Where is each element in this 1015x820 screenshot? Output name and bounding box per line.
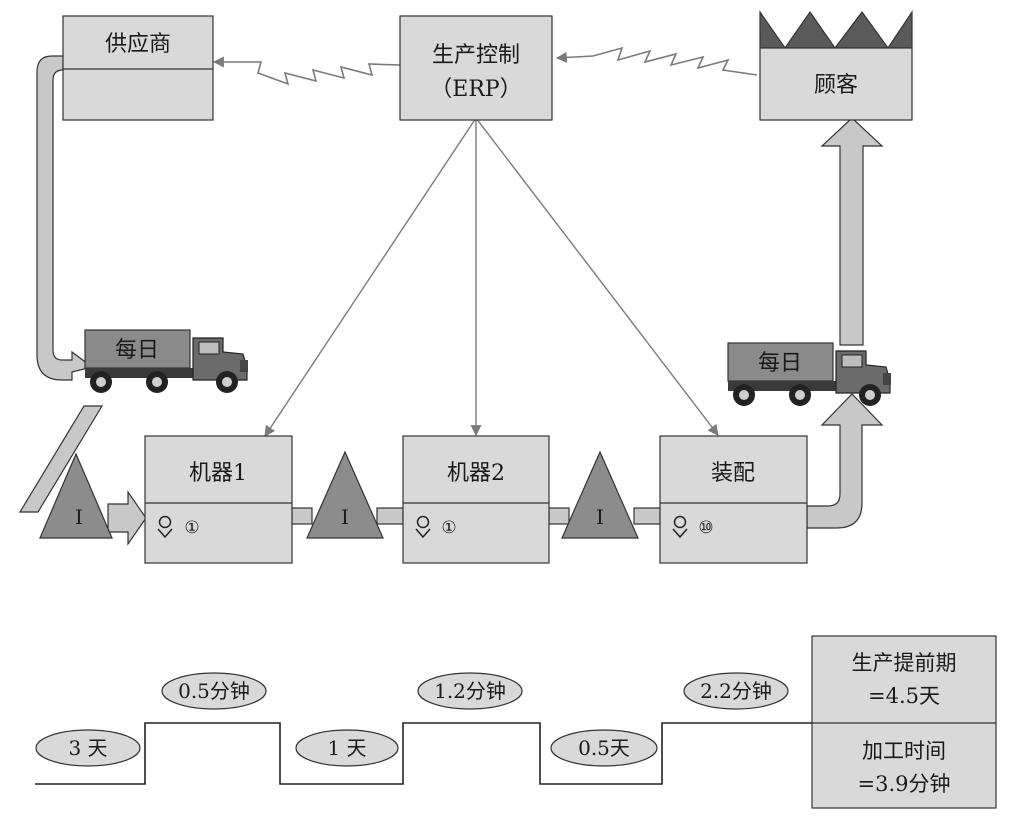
electronic-info-customer-to-control — [555, 46, 758, 76]
schedule-arrow-assembly — [475, 117, 719, 436]
processing-time-label: 加工时间 — [862, 739, 946, 763]
process-name: 装配 — [711, 461, 755, 486]
truck-to-customer-arrow — [820, 117, 884, 346]
wait-time-oval-1: 3 天 — [35, 729, 141, 767]
electronic-info-control-to-supplier — [212, 56, 401, 86]
process-box-assembly: 装配 ⑩ — [659, 435, 808, 564]
schedule-arrow-machine1 — [264, 117, 477, 437]
process-time: 0.5分钟 — [178, 679, 250, 703]
lead-time-label: 生产提前期 — [852, 651, 957, 675]
truck-outbound: 每日 — [727, 342, 892, 407]
wait-time: 3 天 — [68, 736, 107, 760]
truck-icon — [727, 342, 892, 407]
truck-to-inventory-arrow — [18, 405, 104, 513]
customer-box: 顾客 — [759, 10, 913, 121]
operator-icon — [415, 515, 431, 539]
process-name: 机器2 — [447, 461, 505, 486]
wait-time: 0.5天 — [578, 736, 630, 760]
assembly-to-truck-arrow — [806, 393, 884, 529]
operator-count: ① — [184, 518, 199, 538]
process-box-machine2: 机器2 ① — [402, 435, 550, 564]
wait-time-oval-3: 0.5天 — [550, 729, 658, 767]
inventory-label: I — [341, 505, 349, 529]
wait-time: 1 天 — [327, 736, 366, 760]
operator-count: ⑩ — [698, 518, 713, 538]
production-control-subtitle: （ERP） — [430, 77, 521, 102]
connector-i3-assembly — [633, 507, 661, 525]
truck-outbound-label: 每日 — [758, 351, 802, 376]
operator-icon — [157, 515, 173, 539]
inventory-triangle-2: I — [306, 450, 384, 539]
timeline-line — [35, 722, 812, 785]
production-control-title: 生产控制 — [432, 43, 520, 68]
process-time-oval-3: 2.2分钟 — [683, 672, 789, 710]
summary-box: 生产提前期 =4.5天 加工时间 =3.9分钟 — [811, 635, 997, 809]
operator-count: ① — [441, 518, 456, 538]
truck-inbound-label: 每日 — [115, 338, 159, 363]
production-control-box: 生产控制 （ERP） — [399, 15, 553, 121]
inventory-triangle-3: I — [561, 450, 639, 539]
process-time: 2.2分钟 — [700, 679, 772, 703]
process-box-machine1: 机器1 ① — [144, 435, 293, 564]
process-time-oval-2: 1.2分钟 — [417, 672, 523, 710]
processing-time-value: =3.9分钟 — [858, 772, 951, 796]
supplier-label: 供应商 — [105, 32, 171, 57]
inventory-label: I — [75, 505, 83, 529]
connector-m2-i3 — [548, 507, 570, 525]
supplier-box: 供应商 — [62, 15, 214, 121]
truck-icon — [84, 329, 249, 394]
operator-icon — [672, 515, 688, 539]
inventory-label: I — [596, 505, 604, 529]
customer-label: 顾客 — [814, 73, 858, 98]
truck-inbound: 每日 — [84, 329, 249, 394]
connector-i2-m2 — [376, 507, 404, 525]
process-time-oval-1: 0.5分钟 — [161, 672, 267, 710]
inventory-triangle-1: I — [39, 452, 113, 539]
inventory-to-machine1-arrow — [107, 490, 147, 546]
process-time: 1.2分钟 — [434, 679, 506, 703]
process-name: 机器1 — [189, 461, 247, 486]
wait-time-oval-2: 1 天 — [295, 729, 399, 767]
connector-m1-i2 — [291, 507, 313, 525]
lead-time-value: =4.5天 — [868, 684, 940, 708]
